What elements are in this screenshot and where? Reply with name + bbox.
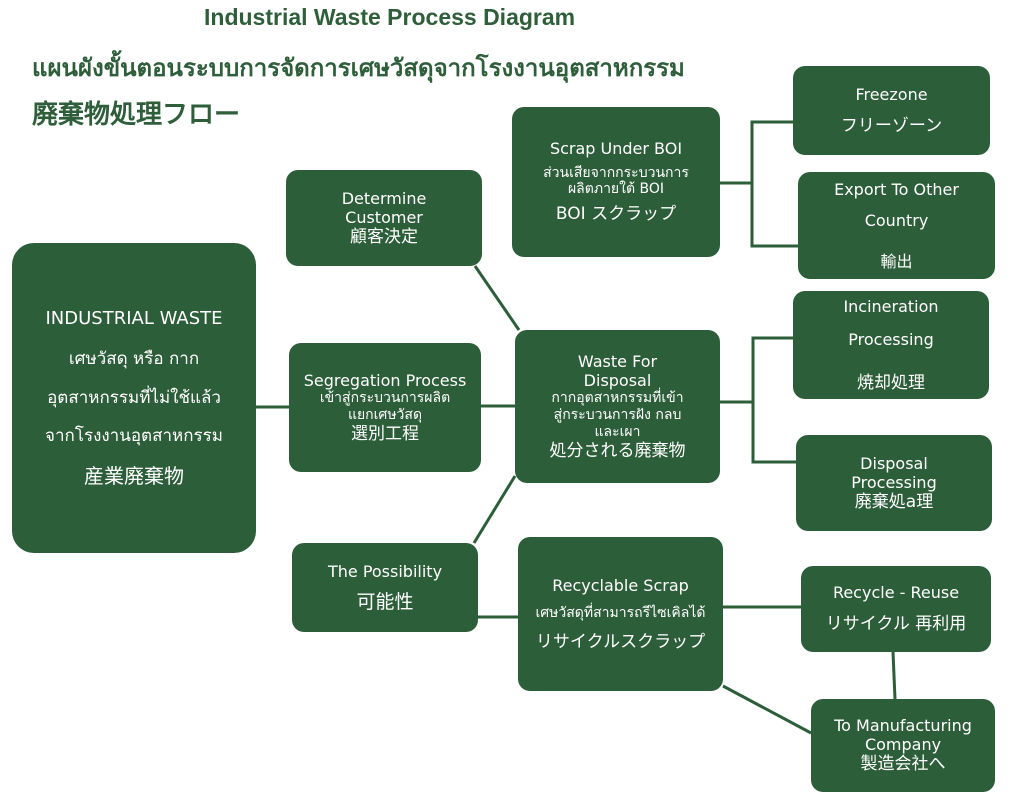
node-label-en: Segregation Process (303, 370, 467, 390)
node-label-jp: リサイクル 再利用 (825, 614, 967, 635)
node-export-to-other-country: Export To Other Country 輸出 (798, 172, 995, 279)
node-label-en: Disposal (583, 371, 652, 391)
node-label-jp: 処分される廃棄物 (549, 440, 686, 461)
node-label-en: Customer (345, 207, 423, 227)
connector-disposal-branch-lower (751, 402, 796, 464)
node-segregation-process: Segregation Process เข้าสู่กระบวนการผลิต… (289, 343, 481, 472)
node-label-jp: 可能性 (356, 590, 414, 613)
node-label-jp: 焼却処理 (857, 372, 925, 393)
connector-recyclable-to-manufacturing (722, 684, 812, 735)
node-industrial-waste: INDUSTRIAL WASTE เศษวัสดุ หรือ กาก อุตสา… (12, 243, 256, 553)
node-label-th: จากโรงงานอุตสาหกรรม (45, 425, 223, 446)
node-label-en: Processing (848, 329, 934, 349)
node-label-jp: 製造会社へ (860, 754, 946, 775)
node-label-th: เข้าสู่กระบวนการผลิต (319, 390, 451, 407)
node-label-en: Disposal (860, 453, 928, 473)
node-label-jp: 顧客決定 (350, 226, 418, 247)
node-label-th: กากอุตสาหกรรมที่เข้า (551, 390, 684, 407)
node-label-jp: フリーゾーン (840, 115, 943, 136)
node-label-en: The Possibility (327, 561, 443, 581)
node-incineration-processing: Incineration Processing 焼却処理 (793, 291, 989, 399)
node-freezone: Freezone フリーゾーン (793, 66, 990, 155)
node-label-th: อุตสาหกรรมที่ไม่ใช้แล้ว (47, 387, 221, 408)
node-label-th: ผลิตภายใต้ BOI (567, 181, 665, 198)
node-label-th: และเผา (594, 423, 641, 440)
connector-possibility-to-disposal (472, 475, 517, 544)
node-label-th: ส่วนเสียจากกระบวนการ (543, 164, 689, 181)
node-label-jp: リサイクルスクラップ (535, 631, 706, 652)
node-waste-for-disposal: Waste For Disposal กากอุตสาหกรรมที่เข้า … (515, 330, 720, 483)
connector-boi-branch (720, 120, 793, 185)
connector-recycle-to-manufacturing (891, 651, 897, 700)
node-disposal-processing: Disposal Processing 廃棄処a理 (796, 435, 992, 531)
node-label-en: Determine (341, 188, 427, 208)
node-label-th: สู่กระบวนการฝัง กลบ (553, 407, 682, 424)
node-label-en: Incineration (843, 296, 939, 316)
connector-determine-to-disposal (473, 265, 521, 331)
node-label-th: เศษวัสดุ หรือ กาก (68, 349, 200, 370)
node-label-jp: 輸出 (880, 252, 913, 272)
node-label-en: Recycle - Reuse (832, 583, 960, 603)
node-label-en: Freezone (855, 84, 928, 104)
node-label-jp: 廃棄処a理 (854, 491, 934, 512)
diagram-title-en: Industrial Waste Process Diagram (204, 4, 576, 30)
node-label-jp: BOI スクラップ (555, 204, 677, 225)
node-label-en: Company (864, 735, 942, 755)
node-recycle-reuse: Recycle - Reuse リサイクル 再利用 (801, 566, 991, 652)
node-the-possibility: The Possibility 可能性 (292, 543, 478, 632)
connector-disposal-branch (720, 336, 793, 404)
diagram-title-th: แผนผังขั้นตอนระบบการจัดการเศษวัสดุจากโรง… (32, 54, 685, 82)
node-label-th: แยกเศษวัสดุ (347, 406, 423, 423)
node-to-manufacturing-company: To Manufacturing Company 製造会社へ (811, 699, 995, 792)
node-label-jp: 産業廃棄物 (84, 464, 184, 489)
node-label-jp: 選別工程 (351, 423, 419, 444)
node-label-en: Country (864, 210, 929, 230)
node-label-en: Waste For (577, 351, 658, 371)
connector-boi-branch-export (750, 183, 798, 248)
node-label-en: INDUSTRIAL WASTE (45, 307, 223, 329)
node-label-en: Processing (851, 472, 937, 492)
node-scrap-under-boi: Scrap Under BOI ส่วนเสียจากกระบวนการ ผลิ… (512, 107, 720, 257)
diagram-title-jp: 廃棄物処理フロー (32, 100, 241, 130)
node-label-en: Export To Other (834, 179, 959, 199)
node-determine-customer: Determine Customer 顧客決定 (286, 170, 482, 266)
node-label-th: เศษวัสดุที่สามารถรีไซเคิลได้ (535, 605, 706, 621)
node-recyclable-scrap: Recyclable Scrap เศษวัสดุที่สามารถรีไซเค… (518, 537, 723, 691)
node-label-en: To Manufacturing (834, 716, 972, 736)
node-label-en: Scrap Under BOI (549, 139, 683, 159)
node-label-en: Recyclable Scrap (552, 575, 689, 595)
